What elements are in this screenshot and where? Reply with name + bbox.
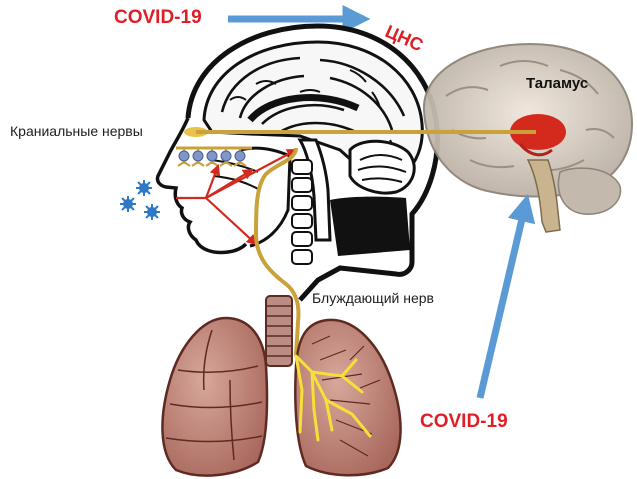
covid-label-bottom: COVID-19 xyxy=(420,412,508,431)
vagus-nerve-label: Блуждающий нерв xyxy=(312,291,434,305)
covid-label-top: COVID-19 xyxy=(114,8,202,27)
thalamus-label: Таламус xyxy=(526,76,588,91)
lungs xyxy=(162,296,400,476)
bottom-arrow xyxy=(480,202,526,398)
virus-particles xyxy=(120,180,160,220)
cranial-nerves-label: Краниальные нервы xyxy=(10,124,143,138)
